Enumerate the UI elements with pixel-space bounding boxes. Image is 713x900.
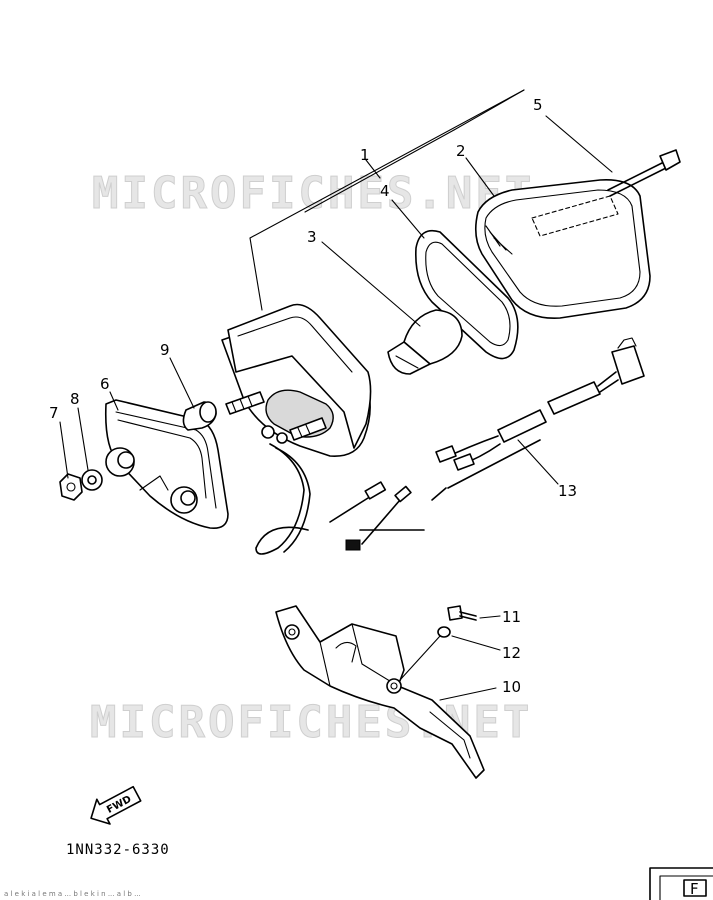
nut [59,473,83,501]
callout-6: 6 [100,375,110,393]
callout-12: 12 [502,644,521,662]
wire-harness [435,337,645,489]
callout-2: 2 [456,142,466,160]
license-bracket [275,605,485,779]
callout-4: 4 [380,182,390,200]
callout-7: 7 [49,404,59,422]
watermark-top: MICROFICHES.NET [92,168,534,219]
washer [81,469,103,491]
callout-5: 5 [533,96,543,114]
group-bracket [249,89,525,311]
lens-screw [607,149,681,197]
footer-text: a l e k i a l e m a ... b l e k i n ... … [4,890,141,898]
bracket-bolt [447,605,477,621]
tail-light-housing [221,303,372,457]
bracket-washer [437,626,451,638]
housing-wiring [255,443,447,555]
base-gasket-plate [104,399,229,530]
corner-label: F [690,880,699,898]
leader-lines [59,115,613,701]
bulb [387,309,463,375]
callout-10: 10 [502,678,521,696]
fwd-arrow-icon: FWD [90,785,142,825]
lens-cover [474,179,651,319]
callout-3: 3 [307,228,317,246]
callout-11: 11 [502,608,521,626]
corner-frame: F [649,867,713,900]
callout-13: 13 [558,482,577,500]
callout-8: 8 [70,390,80,408]
callout-9: 9 [160,341,170,359]
lens-gasket [415,229,519,360]
drawing-code: 1NN332-6330 [66,842,170,858]
callout-1: 1 [360,146,370,164]
collar-spacer [182,401,217,431]
